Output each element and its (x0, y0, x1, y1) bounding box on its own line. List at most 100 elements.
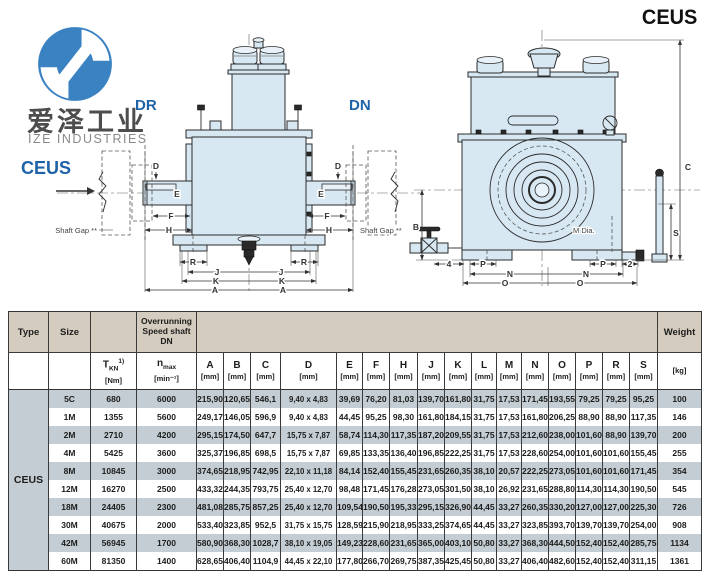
value-cell: 152,40 (575, 534, 603, 552)
value-cell: 31,75 (471, 426, 497, 444)
value-cell: 44,45 (336, 408, 363, 426)
value-cell: 17,53 (496, 444, 522, 462)
value-cell: 16270 (90, 480, 137, 498)
col-header-type: Type (8, 311, 49, 353)
col-header-size: Size (48, 311, 91, 353)
size-cell: 18M (48, 498, 91, 516)
value-cell: 1700 (136, 534, 197, 552)
value-cell: 26,92 (496, 480, 522, 498)
value-cell: 79,25 (602, 389, 630, 408)
value-cell: 218,95 (223, 462, 251, 480)
value-cell: 857,25 (250, 498, 281, 516)
dim-label-d: D (153, 161, 159, 171)
dim-label-f: F (168, 211, 173, 221)
dimension-table: Type Size Overrunning Speed shaft DN Wei… (8, 311, 702, 571)
value-cell: 33,27 (496, 552, 522, 571)
series-label: CEUS (21, 158, 72, 178)
value-cell: 260,35 (521, 498, 549, 516)
value-cell: 273,05 (548, 462, 576, 480)
dim-col-header-b: B[mm] (223, 352, 251, 390)
value-cell: 88,90 (575, 408, 603, 426)
value-cell: 325,37 (196, 444, 224, 462)
value-cell: 56945 (90, 534, 137, 552)
value-cell: 403,10 (444, 534, 472, 552)
value-cell: 1400 (136, 552, 197, 571)
value-cell: 323,85 (223, 516, 251, 534)
value-cell: 161,80 (444, 389, 472, 408)
dim-col-header-d: D[mm] (280, 352, 337, 390)
value-cell: 38,10 (471, 480, 497, 498)
dim-col-header-p: P[mm] (575, 352, 603, 390)
value-cell: 101,60 (602, 462, 630, 480)
value-cell: 127,00 (602, 498, 630, 516)
value-cell: 88,90 (602, 426, 630, 444)
value-cell: 76,20 (362, 389, 390, 408)
value-cell: 266,70 (362, 552, 390, 571)
value-cell: 444,50 (548, 534, 576, 552)
dim-col-header-f: F[mm] (362, 352, 390, 390)
value-cell: 98,48 (336, 480, 363, 498)
col-header-overrunning: Overrunning Speed shaft DN (136, 311, 197, 353)
value-cell: 117,35 (629, 408, 658, 426)
value-cell: 20,57 (496, 462, 522, 480)
value-cell: 44,45 (471, 516, 497, 534)
value-cell: 24405 (90, 498, 137, 516)
value-cell: 1134 (657, 534, 702, 552)
value-cell: 482,60 (548, 552, 576, 571)
value-cell: 260,35 (444, 462, 472, 480)
value-cell: 114,30 (362, 426, 390, 444)
value-cell: 190,50 (629, 480, 658, 498)
size-cell: 12M (48, 480, 91, 498)
value-cell: 295,15 (417, 498, 445, 516)
value-cell: 120,65 (223, 389, 251, 408)
value-cell: 2300 (136, 498, 197, 516)
dim-col-header-c: C[mm] (250, 352, 281, 390)
value-cell: 146 (657, 408, 702, 426)
value-cell: 10845 (90, 462, 137, 480)
value-cell: 228,60 (362, 534, 390, 552)
dim-label-2: 2 (628, 259, 633, 269)
col-header-weight: Weight (657, 311, 702, 353)
size-cell: 4M (48, 444, 91, 462)
type-value-cell: CEUS (8, 389, 49, 571)
oil-tank-front (467, 47, 619, 141)
value-cell: 301,50 (444, 480, 472, 498)
value-cell: 2000 (136, 516, 197, 534)
value-cell: 333,25 (417, 516, 445, 534)
value-cell: 212,60 (521, 426, 549, 444)
dim-label-r: R (301, 257, 307, 267)
value-cell: 149,23 (336, 534, 363, 552)
value-cell: 228,60 (521, 444, 549, 462)
dim-col-header-e: E[mm] (336, 352, 363, 390)
value-cell: 680 (90, 389, 137, 408)
value-cell: 40675 (90, 516, 137, 534)
value-cell: 425,45 (444, 552, 472, 571)
value-cell: 22,10 x 11,18 (280, 462, 337, 480)
col-header-dimensions (196, 311, 658, 353)
value-cell: 128,59 (336, 516, 363, 534)
dim-label-b: B (413, 222, 419, 232)
value-cell: 6000 (136, 389, 197, 408)
side-view-drawing: D D E E F F H H Shaft Gap ** Shaft Gap *… (55, 34, 421, 297)
value-cell: 44,45 x 22,10 (280, 552, 337, 571)
value-cell: 161,80 (417, 408, 445, 426)
value-cell: 152,40 (362, 462, 390, 480)
dim-col-header-r: R[mm] (602, 352, 630, 390)
value-cell: 171,45 (362, 480, 390, 498)
eye-bolt-icon (602, 115, 618, 136)
dim-label-m-dia: M Dia. (573, 226, 595, 235)
value-cell: 533,40 (196, 516, 224, 534)
value-cell: 31,75 (471, 444, 497, 462)
value-cell: 285,75 (223, 498, 251, 516)
value-cell: 84,14 (336, 462, 363, 480)
ize-logo-icon (38, 27, 112, 101)
value-cell: 101,60 (602, 444, 630, 462)
size-cell: 42M (48, 534, 91, 552)
oil-level-rod-icon (621, 168, 668, 263)
value-cell: 481,08 (196, 498, 224, 516)
value-cell: 222,25 (521, 462, 549, 480)
value-cell: 908 (657, 516, 702, 534)
value-cell: 9,40 x 4,83 (280, 408, 337, 426)
